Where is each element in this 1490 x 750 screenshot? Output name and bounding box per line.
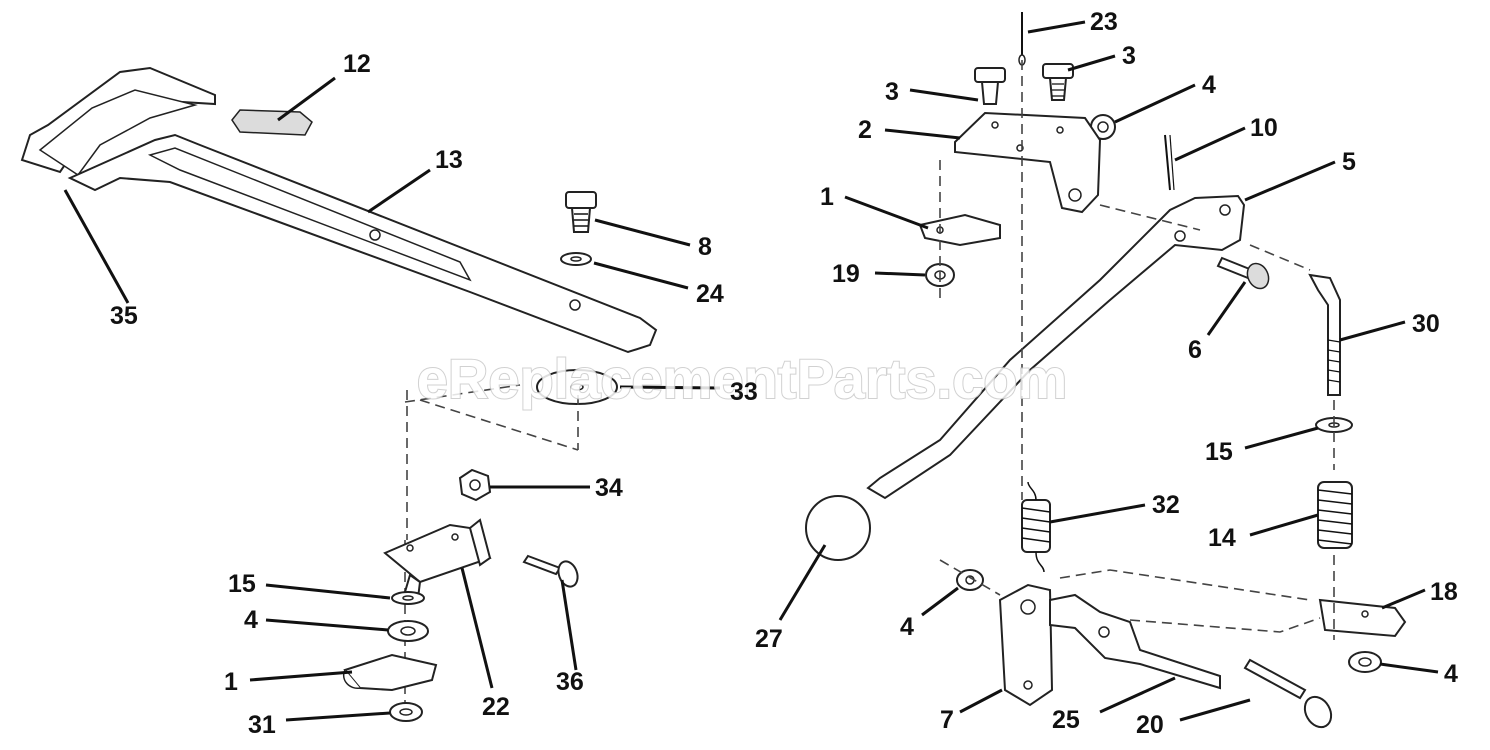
callout-4-lower-right: 4	[1444, 660, 1458, 688]
part-15-washer-left	[391, 591, 425, 605]
part-3-bolt-right	[1042, 63, 1074, 101]
callout-15-left: 15	[228, 570, 256, 598]
callout-35: 35	[110, 302, 138, 330]
part-14-spring	[1317, 481, 1353, 549]
part-32-spring	[1021, 481, 1051, 573]
part-13-bar	[67, 133, 658, 354]
part-22-bracket	[383, 518, 492, 600]
callout-31: 31	[248, 711, 276, 739]
part-23-pin	[1018, 12, 1026, 66]
callout-3-left: 3	[885, 78, 899, 106]
part-4-nut-lower-right	[1348, 651, 1382, 673]
part-36-bolt	[522, 554, 579, 588]
callout-22: 22	[482, 693, 510, 721]
callout-30: 30	[1412, 310, 1440, 338]
part-35-frame	[20, 66, 216, 177]
leader-lines	[63, 20, 1439, 722]
part-1-clip-left	[343, 653, 438, 692]
callout-4-left: 4	[244, 606, 258, 634]
part-12-pad	[231, 109, 313, 136]
part-34-nut	[458, 468, 492, 502]
callout-1-left: 1	[224, 668, 238, 696]
part-3-bolt-left	[974, 67, 1006, 105]
part-18-pivot	[1318, 598, 1407, 638]
part-20-bolt	[1243, 658, 1333, 729]
callout-3-right: 3	[1122, 42, 1136, 70]
callout-5: 5	[1342, 148, 1356, 176]
callout-4-top: 4	[1202, 71, 1216, 99]
callout-19: 19	[832, 260, 860, 288]
part-24-washer	[560, 252, 592, 266]
callout-32: 32	[1152, 491, 1180, 519]
part-4-nut-top	[1090, 114, 1116, 140]
part-33-disc	[536, 369, 618, 405]
part-10-cotter-pin	[1164, 134, 1175, 191]
callout-33: 33	[730, 378, 758, 406]
callout-labels: 12 13 35 8 24 33 34 15 4 1 31 22 36 23 3…	[110, 8, 1458, 739]
part-25-shaft	[1049, 593, 1221, 690]
callout-23: 23	[1090, 8, 1118, 36]
callout-2: 2	[858, 116, 872, 144]
callout-14: 14	[1208, 524, 1236, 552]
part-2-bracket	[954, 111, 1102, 214]
callout-20: 20	[1136, 711, 1164, 739]
callout-25: 25	[1052, 706, 1080, 734]
callout-6: 6	[1188, 336, 1202, 364]
part-6-bolt	[1216, 256, 1270, 290]
callout-8: 8	[698, 233, 712, 261]
callout-24: 24	[696, 280, 724, 308]
callout-10: 10	[1250, 114, 1278, 142]
part-4-nut-lower	[956, 569, 984, 591]
part-8-bolt	[565, 191, 597, 233]
callout-13: 13	[435, 146, 463, 174]
part-30-rod	[1308, 273, 1341, 396]
part-27-pedal-pad	[805, 495, 871, 561]
callout-7: 7	[940, 706, 954, 734]
callout-34: 34	[595, 474, 623, 502]
part-5-pedal-arm	[866, 194, 1246, 500]
watermark-text: eReplacementParts.com	[417, 347, 1068, 410]
callout-27: 27	[755, 625, 783, 653]
callout-15-right: 15	[1205, 438, 1233, 466]
callout-4-lower: 4	[900, 613, 914, 641]
callout-18: 18	[1430, 578, 1458, 606]
part-31-nut	[389, 702, 423, 722]
callout-12: 12	[343, 50, 371, 78]
callout-36: 36	[556, 668, 584, 696]
part-4-nut-left	[387, 620, 429, 642]
part-7-lever	[998, 583, 1054, 707]
part-1-clip-right	[918, 213, 1001, 247]
callout-1-right: 1	[820, 183, 834, 211]
